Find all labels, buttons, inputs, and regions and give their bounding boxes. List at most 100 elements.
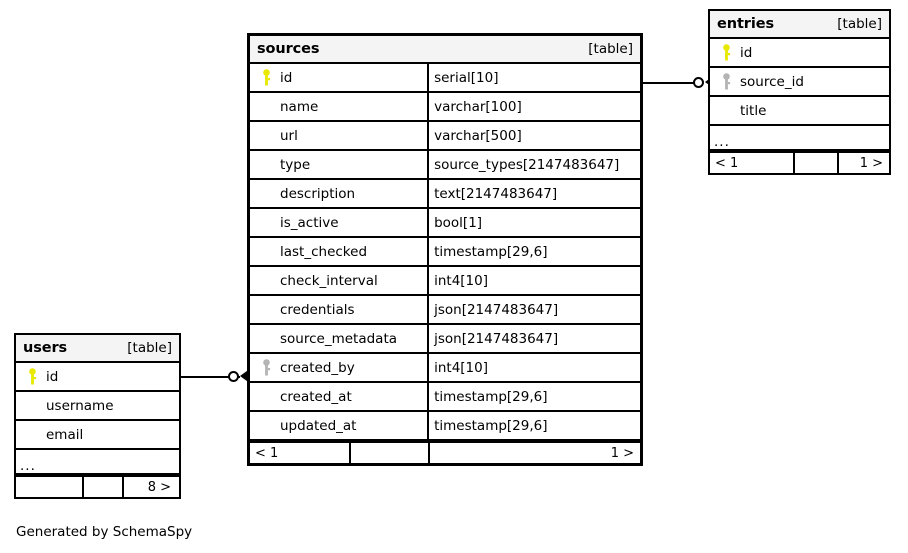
table-row[interactable]: last_checked timestamp[29,6] [250, 238, 640, 267]
column-type: timestamp[29,6] [427, 238, 640, 265]
column-name: title [740, 102, 767, 119]
primary-key-icon-glyph [28, 368, 36, 385]
relationship-optional-marker-sources [228, 371, 239, 382]
column-name-cell: updated_at [250, 412, 427, 439]
table-row[interactable]: created_by int4[10] [250, 354, 640, 383]
table-row[interactable]: name varchar[100] [250, 93, 640, 122]
table-entries-header: entries [table] [710, 11, 889, 39]
table-row[interactable]: source_id [710, 68, 889, 97]
prev-page-button[interactable] [16, 477, 82, 497]
column-name: type [280, 156, 311, 173]
table-row[interactable]: email [16, 421, 179, 450]
table-users-title: users [23, 340, 68, 356]
no-key-spacer [256, 238, 276, 265]
prev-page-button[interactable]: < 1 [715, 155, 739, 171]
column-type: bool[1] [427, 209, 640, 236]
column-name-cell: created_by [250, 354, 427, 381]
table-sources-kind: [table] [588, 41, 633, 57]
column-type: varchar[100] [427, 93, 640, 120]
next-page-button[interactable]: 8 > [122, 477, 177, 497]
column-name: email [46, 426, 84, 443]
column-type: json[2147483647] [427, 325, 640, 352]
relationship-optional-marker-entries [693, 77, 704, 88]
column-name-cell: id [16, 363, 179, 390]
table-row[interactable]: id [710, 39, 889, 68]
table-users-header: users [table] [16, 335, 179, 363]
column-name-cell: created_at [250, 383, 427, 410]
table-entries-kind: [table] [837, 16, 882, 32]
no-key-spacer [256, 383, 276, 410]
table-sources-footer: < 1 1 > [250, 441, 640, 463]
column-name-cell: id [250, 64, 427, 91]
relationship-line-sources-entries [643, 82, 696, 84]
column-type: serial[10] [427, 64, 640, 91]
column-name-cell: is_active [250, 209, 427, 236]
relationship-line-users-sources [181, 376, 240, 378]
column-name: id [280, 69, 293, 86]
column-type: timestamp[29,6] [427, 412, 640, 439]
table-users-footer: 8 > [16, 475, 179, 497]
primary-key-icon [716, 39, 736, 66]
column-name: username [46, 397, 114, 414]
column-name: last_checked [280, 243, 368, 260]
column-name: source_id [740, 73, 804, 90]
no-key-spacer [22, 392, 42, 419]
foreign-key-icon-glyph [722, 73, 730, 90]
column-name-cell: title [710, 97, 889, 124]
page-indicator [793, 153, 837, 173]
more-columns-label: ... [20, 458, 36, 473]
column-name-cell: id [710, 39, 889, 66]
column-type: int4[10] [427, 354, 640, 381]
primary-key-icon-glyph [722, 44, 730, 61]
column-type: int4[10] [427, 267, 640, 294]
page-indicator [349, 443, 428, 463]
table-entries-title: entries [717, 16, 774, 32]
foreign-key-icon [716, 68, 736, 95]
column-name-cell: username [16, 392, 179, 419]
column-name: created_at [280, 388, 352, 405]
no-key-spacer [256, 296, 276, 323]
table-sources[interactable]: sources [table] id serial[10] name varch… [247, 33, 643, 466]
foreign-key-icon [256, 354, 276, 381]
no-key-spacer [256, 209, 276, 236]
table-row[interactable]: title [710, 97, 889, 126]
foreign-key-icon-glyph [262, 359, 270, 376]
more-columns-row: ... [710, 126, 889, 151]
table-row[interactable]: check_interval int4[10] [250, 267, 640, 296]
no-key-spacer [256, 93, 276, 120]
table-row[interactable]: created_at timestamp[29,6] [250, 383, 640, 412]
table-row[interactable]: url varchar[500] [250, 122, 640, 151]
table-row[interactable]: description text[2147483647] [250, 180, 640, 209]
column-name: url [280, 127, 298, 144]
column-name: source_metadata [280, 330, 398, 347]
table-row[interactable]: source_metadata json[2147483647] [250, 325, 640, 354]
column-name: description [280, 185, 356, 202]
column-name-cell: credentials [250, 296, 427, 323]
next-page-button[interactable]: 1 > [428, 443, 640, 463]
table-sources-header: sources [table] [250, 36, 640, 64]
next-page-button[interactable]: 1 > [837, 153, 889, 173]
table-row[interactable]: id serial[10] [250, 64, 640, 93]
no-key-spacer [256, 180, 276, 207]
table-row[interactable]: is_active bool[1] [250, 209, 640, 238]
primary-key-icon [22, 363, 42, 390]
table-row[interactable]: credentials json[2147483647] [250, 296, 640, 325]
table-entries[interactable]: entries [table] id source [708, 9, 891, 175]
table-row[interactable]: updated_at timestamp[29,6] [250, 412, 640, 441]
column-type: source_types[2147483647] [427, 151, 640, 178]
no-key-spacer [22, 421, 42, 448]
prev-page-button[interactable]: < 1 [255, 445, 279, 461]
column-name-cell: source_id [710, 68, 889, 95]
diagram-caption: Generated by SchemaSpy [16, 524, 193, 540]
no-key-spacer [256, 122, 276, 149]
table-row[interactable]: id [16, 363, 179, 392]
column-name: id [740, 44, 753, 61]
primary-key-icon [256, 64, 276, 91]
column-type: timestamp[29,6] [427, 383, 640, 410]
column-name: created_by [280, 359, 355, 376]
table-row[interactable]: type source_types[2147483647] [250, 151, 640, 180]
table-users[interactable]: users [table] id username email ... [14, 333, 181, 499]
table-row[interactable]: username [16, 392, 179, 421]
column-name-cell: email [16, 421, 179, 448]
column-name-cell: check_interval [250, 267, 427, 294]
